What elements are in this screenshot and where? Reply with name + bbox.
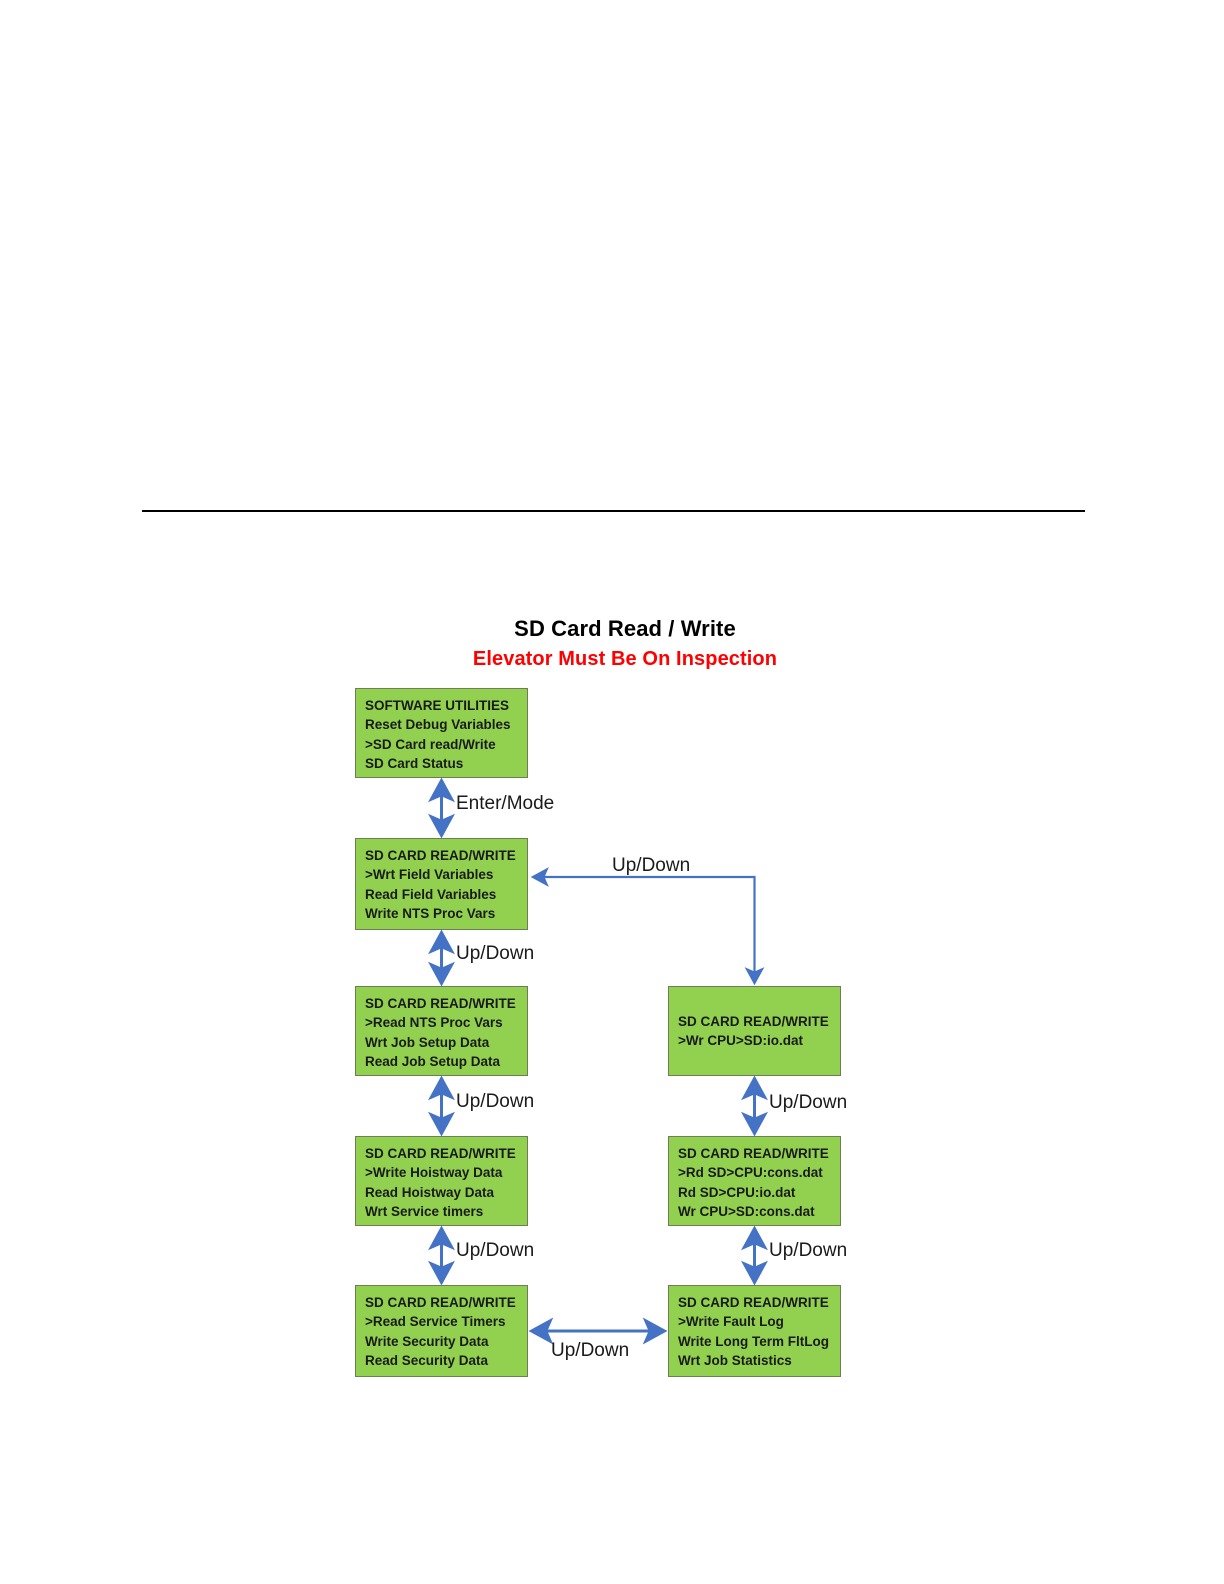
- node-wr-cpu-sd-io-dat[interactable]: SD CARD READ/WRITE >Wr CPU>SD:io.dat: [668, 986, 841, 1076]
- node-line: >Read Service Timers: [365, 1314, 506, 1330]
- edge-label-updown-right-2: Up/Down: [769, 1240, 848, 1261]
- node-line: SD Card Status: [365, 755, 464, 771]
- node-line: >SD Card read/Write: [365, 736, 496, 752]
- page-title: SD Card Read / Write: [514, 616, 736, 641]
- node-line: SD CARD READ/WRITE: [365, 848, 516, 863]
- node-line: SD CARD READ/WRITE: [365, 996, 516, 1011]
- node-line: Wrt Service timers: [365, 1203, 484, 1219]
- node-line: Read Security Data: [365, 1352, 489, 1368]
- edge-label-updown-left-1: Up/Down: [456, 943, 535, 964]
- node-write-hoistway-data[interactable]: SD CARD READ/WRITE >Write Hoistway Data …: [355, 1136, 528, 1226]
- edge-label-updown-bottom: Up/Down: [551, 1340, 630, 1361]
- node-line: >Read NTS Proc Vars: [365, 1015, 503, 1031]
- edge-updown-wraparound: [530, 867, 765, 986]
- node-line: SOFTWARE UTILITIES: [365, 698, 509, 713]
- node-line: Reset Debug Variables: [365, 717, 511, 733]
- node-line: >Wr CPU>SD:io.dat: [678, 1033, 804, 1048]
- node-line: SD CARD READ/WRITE: [678, 1146, 829, 1161]
- node-read-service-timers[interactable]: SD CARD READ/WRITE >Read Service Timers …: [355, 1285, 528, 1377]
- node-line: Read Hoistway Data: [365, 1184, 495, 1200]
- node-rd-sd-cpu-cons-dat[interactable]: SD CARD READ/WRITE >Rd SD>CPU:cons.dat R…: [668, 1136, 841, 1226]
- node-line: Write NTS Proc Vars: [365, 905, 496, 921]
- node-line: Write Long Term FltLog: [678, 1333, 829, 1349]
- node-line: Wrt Job Statistics: [678, 1352, 792, 1368]
- page-subtitle-warning: Elevator Must Be On Inspection: [472, 648, 778, 670]
- edge-label-updown-right-1: Up/Down: [769, 1092, 848, 1113]
- node-wrt-field-variables[interactable]: SD CARD READ/WRITE >Wrt Field Variables …: [355, 838, 528, 930]
- node-line: SD CARD READ/WRITE: [365, 1146, 516, 1161]
- edge-label-updown-wraparound: Up/Down: [612, 855, 691, 876]
- node-line: >Rd SD>CPU:cons.dat: [678, 1165, 823, 1181]
- node-line: >Wrt Field Variables: [365, 867, 494, 883]
- node-line: >Write Fault Log: [678, 1314, 784, 1330]
- edge-label-enter-mode: Enter/Mode: [456, 793, 555, 814]
- node-write-fault-log[interactable]: SD CARD READ/WRITE >Write Fault Log Writ…: [668, 1285, 841, 1377]
- node-line: >Write Hoistway Data: [365, 1165, 503, 1181]
- node-line: SD CARD READ/WRITE: [678, 1295, 829, 1310]
- node-line: Write Security Data: [365, 1333, 489, 1349]
- node-read-nts-proc-vars[interactable]: SD CARD READ/WRITE >Read NTS Proc Vars W…: [355, 986, 528, 1076]
- node-line: Read Job Setup Data: [365, 1053, 501, 1069]
- edge-label-updown-left-2: Up/Down: [456, 1091, 535, 1112]
- node-line: Wr CPU>SD:cons.dat: [678, 1203, 815, 1219]
- node-software-utilities[interactable]: SOFTWARE UTILITIES Reset Debug Variables…: [355, 688, 528, 778]
- node-line: Read Field Variables: [365, 886, 497, 902]
- node-line: SD CARD READ/WRITE: [365, 1295, 516, 1310]
- node-line: SD CARD READ/WRITE: [678, 1013, 829, 1029]
- node-line: Wrt Job Setup Data: [365, 1034, 490, 1050]
- edge-label-updown-left-3: Up/Down: [456, 1240, 535, 1261]
- node-line: Rd SD>CPU:io.dat: [678, 1184, 796, 1200]
- header-rule-divider: [142, 510, 1085, 512]
